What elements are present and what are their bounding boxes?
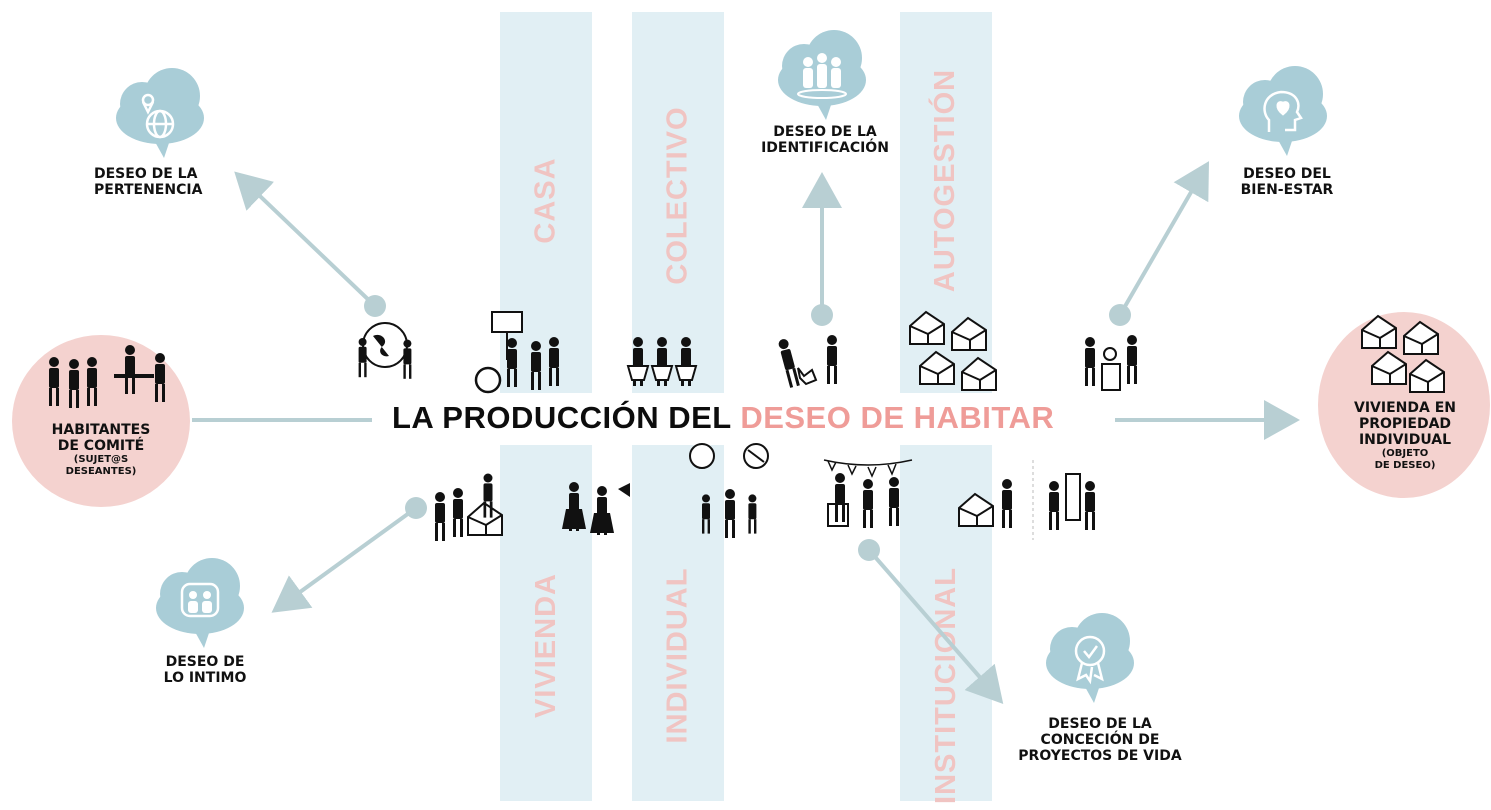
globe-pin-icon bbox=[141, 93, 175, 139]
label-concecion: DESEO DE LA CONCECIÓN DE PROYECTOS DE VI… bbox=[1018, 716, 1182, 765]
people-group-icon bbox=[797, 53, 847, 99]
cloud-pertenencia bbox=[116, 68, 204, 158]
arrow-bienestar bbox=[1118, 161, 1210, 317]
dot-identificacion bbox=[811, 304, 833, 326]
left-node-label: HABITANTES DE COMITÉ (SUJET@S DESEANTES) bbox=[51, 422, 151, 477]
cloud-bienestar bbox=[1239, 66, 1327, 156]
arrow-pertenencia bbox=[234, 171, 377, 308]
dot-pertenencia bbox=[364, 295, 386, 317]
title-pink: DESEO DE HABITAR bbox=[740, 400, 1055, 435]
pictogram-three-women bbox=[626, 337, 698, 386]
dot-concecion bbox=[858, 539, 880, 561]
certificate-icon bbox=[1074, 635, 1106, 685]
pictogram-authority-speech bbox=[689, 443, 769, 538]
pictogram-confrontation bbox=[777, 335, 837, 388]
diagram-title: LA PRODUCCIÓN DEL DESEO DE HABITAR bbox=[392, 400, 1054, 436]
pictogram-committee bbox=[49, 345, 165, 408]
family-icon bbox=[180, 582, 220, 618]
label-intimo: DESEO DE LO INTIMO bbox=[163, 654, 247, 687]
pictogram-protest bbox=[474, 311, 559, 394]
cloud-intimo bbox=[156, 558, 244, 648]
cloud-identificacion bbox=[778, 30, 866, 120]
cloud-concecion bbox=[1046, 613, 1134, 703]
pictogram-building-home bbox=[435, 473, 503, 541]
pictogram-couple-building bbox=[1049, 473, 1095, 530]
arrow-intimo bbox=[271, 506, 418, 613]
right-node-label: VIVIENDA EN PROPIEDAD INDIVIDUAL (OBJETO… bbox=[1354, 400, 1456, 471]
pictogram-women-megaphone bbox=[562, 482, 630, 535]
title-dark: LA PRODUCCIÓN DEL bbox=[392, 400, 732, 435]
pictogram-globe-children bbox=[358, 322, 412, 379]
left-node-circle bbox=[12, 335, 190, 507]
pictogram-celebration bbox=[823, 459, 913, 528]
pictogram-houses-top bbox=[909, 311, 997, 391]
label-identificacion: DESEO DE LA IDENTIFICACIÓN bbox=[761, 124, 889, 157]
pictogram-institution bbox=[958, 460, 1034, 540]
arrow-concecion bbox=[867, 548, 1004, 705]
label-pertenencia: DESEO DE LA PERTENENCIA bbox=[94, 166, 203, 199]
pictogram-houses-right bbox=[1361, 315, 1445, 393]
pictogram-family-kitchen bbox=[1085, 335, 1137, 391]
title-strip bbox=[380, 393, 1120, 445]
label-bienestar: DESEO DEL BIEN-ESTAR bbox=[1240, 166, 1334, 199]
dot-intimo bbox=[405, 497, 427, 519]
heart-head-icon bbox=[1263, 90, 1303, 132]
dot-bienestar bbox=[1109, 304, 1131, 326]
